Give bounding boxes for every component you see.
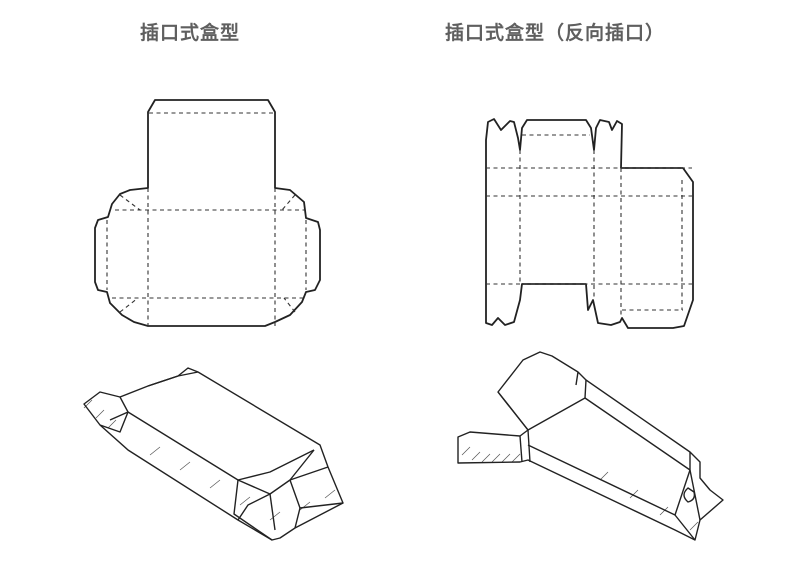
box3d-tuck-end bbox=[83, 367, 344, 541]
dieline-reverse-tuck bbox=[485, 118, 694, 329]
dieline-reverse-tuck-fold-lines bbox=[486, 134, 692, 318]
dieline-reverse-tuck-outline bbox=[485, 118, 694, 329]
box3d-reverse-tuck bbox=[457, 351, 724, 541]
title-tuck-end-box: 插口式盒型 bbox=[140, 22, 241, 44]
dieline-tuck-end-outline bbox=[94, 99, 321, 327]
dieline-tuck-end bbox=[94, 99, 321, 327]
dieline-tuck-end-fold-lines bbox=[106, 112, 307, 326]
title-reverse-tuck-end-box: 插口式盒型（反向插口） bbox=[445, 22, 666, 44]
box3d-reverse-tuck-hatch bbox=[461, 446, 699, 531]
